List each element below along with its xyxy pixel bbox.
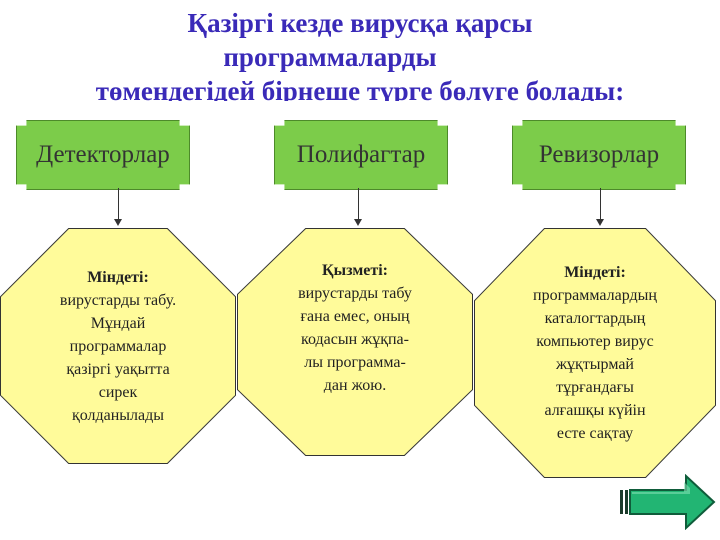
box-line: алғашқы күйін (544, 402, 646, 419)
box-line: Мұндай (90, 314, 146, 332)
box-line: кодасын жұқпа- (301, 331, 409, 348)
box-line: вирустарды табу. (59, 291, 177, 309)
connector-arrow-3 (596, 188, 604, 226)
box-line: программалардың (533, 287, 657, 304)
box-line: компьютер вирус (536, 333, 654, 350)
connector-arrow-1 (114, 188, 122, 226)
box-line: дан жою. (323, 377, 387, 394)
box-line: есте сақтау (556, 425, 634, 442)
description-box-polyphages: Қызметі: вирустарды табу ғана емес, оның… (237, 228, 473, 456)
box-line: ғана емес, оның (300, 308, 410, 325)
slide-title: Қазіргі кезде вирусқа қарсы программалар… (0, 6, 720, 101)
box-line: программалар (69, 337, 167, 355)
box-line: вирустарды табу (298, 285, 412, 302)
box-line: қолданылады (71, 406, 165, 424)
box-line: лы программа- (304, 354, 406, 371)
next-slide-button[interactable] (620, 473, 716, 531)
title-line-1: Қазіргі кезде вирусқа қарсы (187, 8, 533, 38)
category-polyphages: Полифагтар (274, 120, 448, 190)
description-box-detectors: Міндеті: вирустарды табу. Мұндай програм… (0, 228, 236, 464)
next-arrow-icon (620, 473, 716, 531)
box-heading: Қызметі: (322, 262, 388, 279)
connector-arrow-2 (354, 188, 362, 226)
box-line: сирек (98, 383, 138, 401)
title-line-3: төмендегідей бірнеше түрге бөлуге болады… (95, 76, 625, 101)
description-box-auditors: Міндеті: программалардың каталогтардың к… (474, 228, 716, 478)
category-detectors: Детекторлар (16, 120, 190, 190)
box-heading: Міндеті: (87, 268, 149, 286)
title-line-2: программаларды (223, 42, 437, 72)
box-line: жұқтырмай (555, 356, 634, 373)
box-heading: Міндеті: (564, 264, 626, 281)
box-line: тұрғандағы (556, 379, 634, 396)
category-auditors: Ревизорлар (512, 120, 686, 190)
box-line: каталогтардың (544, 310, 646, 327)
box-line: қазіргі уақытта (66, 360, 170, 378)
